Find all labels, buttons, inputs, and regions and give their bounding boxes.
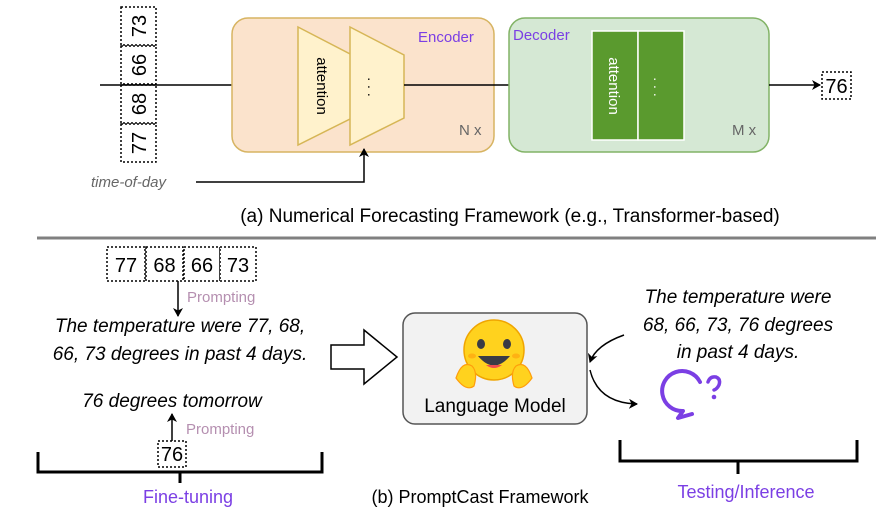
- prompt-line-1: The temperature were 77, 68,: [55, 316, 305, 337]
- input-value: 66: [191, 255, 213, 277]
- input-cell: [145, 246, 184, 282]
- side-input-arrow: [196, 148, 369, 183]
- decoder-repeat-label: M x: [732, 122, 757, 139]
- input-value: 68: [153, 255, 175, 277]
- output-line-3: in past 4 days.: [677, 342, 800, 363]
- decoder-attention-label: attention: [605, 57, 622, 115]
- promptcast-panel: 77 68 66 73 Prompting The temperature we…: [36, 246, 859, 507]
- output-cell: [821, 71, 852, 100]
- language-model-label: Language Model: [424, 396, 566, 417]
- input-cell: [183, 246, 221, 282]
- testing-bracket: [618, 440, 859, 474]
- testing-label: Testing/Inference: [677, 482, 814, 502]
- side-input-label: time-of-day: [91, 174, 168, 191]
- inference-arrow: [589, 369, 638, 409]
- generated-text-arrow: [587, 334, 625, 363]
- encoder-ellipsis: . . .: [365, 77, 381, 96]
- input-sequence-horizontal: 77 68 66 73: [106, 246, 257, 282]
- answer-text: 76 degrees tomorrow: [82, 391, 263, 412]
- prompting-label-bottom: Prompting: [186, 421, 254, 438]
- input-cell: [120, 6, 157, 46]
- input-value: 73: [129, 15, 151, 37]
- prompt-line-2: 66, 73 degrees in past 4 days.: [53, 344, 308, 365]
- decoder-attention-layer: [591, 30, 639, 141]
- encoder-label: Encoder: [418, 29, 474, 46]
- input-cell: [120, 45, 157, 85]
- numerical-forecasting-panel: 73 66 68 77 Encoder N x attention . . . …: [91, 6, 852, 227]
- output-line-1: The temperature were: [645, 287, 832, 308]
- target-cell: [157, 440, 187, 468]
- input-value: 66: [129, 54, 151, 76]
- input-value: 73: [227, 255, 249, 277]
- input-cell: [120, 84, 157, 124]
- attention-label: attention: [313, 57, 330, 115]
- input-cell: [219, 246, 257, 282]
- input-value: 77: [129, 132, 151, 154]
- decoder-ellipsis: . . .: [651, 77, 667, 96]
- hollow-arrow-to-model: [330, 328, 399, 386]
- hugging-face-icon: [455, 319, 533, 389]
- input-value: 68: [129, 93, 151, 115]
- target-value: 76: [161, 444, 183, 466]
- decoder-feedforward-layer: [637, 30, 685, 141]
- input-cell: [120, 123, 157, 163]
- fine-tuning-bracket: [36, 452, 324, 483]
- input-sequence-vertical: 73 66 68 77: [120, 6, 157, 163]
- output-line-2: 68, 66, 73, 76 degrees: [643, 315, 834, 336]
- input-cell: [106, 246, 146, 282]
- panel-b-caption: (b) PromptCast Framework: [371, 487, 589, 507]
- input-value: 77: [115, 255, 137, 277]
- prompting-label-top: Prompting: [187, 289, 255, 306]
- panel-a-caption: (a) Numerical Forecasting Framework (e.g…: [240, 206, 780, 227]
- feedforward-layer: [349, 25, 405, 147]
- encoder-repeat-label: N x: [459, 122, 482, 139]
- output-value: 76: [825, 76, 847, 98]
- chat-question-icon: [660, 369, 722, 420]
- fine-tuning-label: Fine-tuning: [143, 487, 233, 507]
- decoder-label: Decoder: [513, 27, 570, 44]
